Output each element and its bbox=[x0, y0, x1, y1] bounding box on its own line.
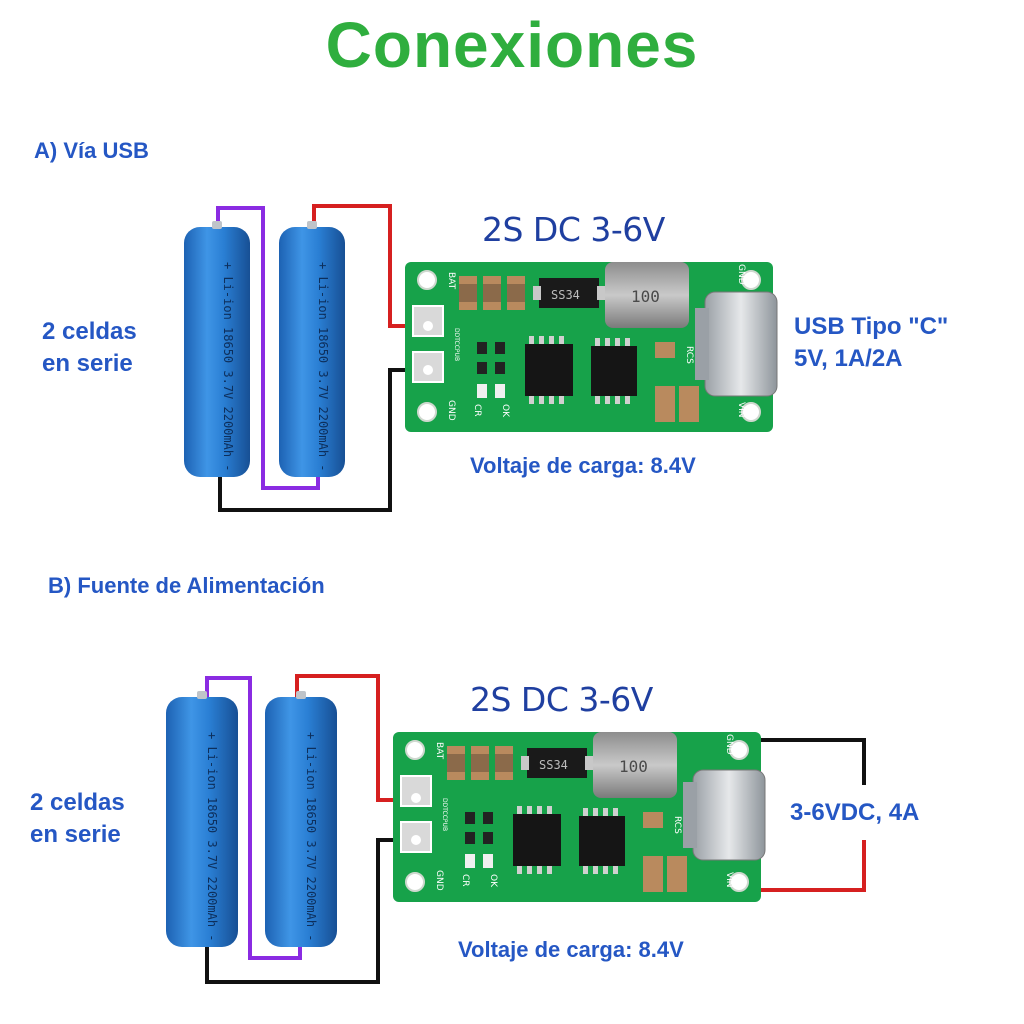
bat-label: BAT bbox=[434, 742, 444, 760]
coil-label: 100 bbox=[619, 757, 648, 776]
dc-input-black-wire bbox=[754, 738, 866, 785]
cell-print: + Li-ion 18650 3.7V 2200mAh - bbox=[316, 262, 330, 472]
red-wire bbox=[312, 204, 428, 328]
section-a-cell-2: + Li-ion 18650 3.7V 2200mAh - bbox=[279, 221, 345, 477]
cells-label-line-2: en serie bbox=[42, 350, 133, 377]
section-b-charge-voltage: Voltaje de carga: 8.4V bbox=[458, 937, 684, 962]
chip-label: DDTCCPUB bbox=[453, 328, 460, 361]
red-wire bbox=[295, 674, 416, 802]
diode-label: SS34 bbox=[551, 288, 580, 302]
dc-input-red-wire bbox=[756, 840, 866, 892]
section-a-cells-label: 2 celdas en serie bbox=[42, 316, 137, 380]
section-a-heading: A) Vía USB bbox=[34, 138, 149, 163]
purple-wire bbox=[205, 676, 302, 960]
cell-print: + Li-ion 18650 3.7V 2200mAh - bbox=[205, 732, 219, 942]
gnd-label: GND bbox=[724, 734, 734, 755]
cr-label: CR bbox=[460, 874, 470, 887]
section-b-charger-board: BAT GND DDTCCPUB SS34 100 CR OK RCS GND … bbox=[393, 732, 766, 902]
section-a-charge-voltage: Voltaje de carga: 8.4V bbox=[470, 453, 696, 478]
input-label-line-2: 5V, 1A/2A bbox=[794, 345, 903, 372]
gnd-label: GND bbox=[434, 870, 444, 891]
gnd-label: GND bbox=[446, 400, 456, 421]
section-b-wires bbox=[205, 674, 866, 984]
rcs-label: RCS bbox=[672, 816, 682, 834]
section-b-cells-label: 2 celdas en serie bbox=[30, 787, 125, 851]
section-b-input-label: 3-6VDC, 4A bbox=[790, 797, 919, 829]
black-wire bbox=[205, 838, 416, 984]
chip-label: DDTCCPUB bbox=[441, 798, 448, 831]
vin-label: VIN bbox=[736, 402, 746, 418]
purple-wire bbox=[216, 206, 320, 490]
cells-label-line-1: 2 celdas bbox=[30, 789, 125, 816]
section-a-cell-1: + Li-ion 18650 3.7V 2200mAh - bbox=[184, 221, 250, 477]
section-b-cell-2: + Li-ion 18650 3.7V 2200mAh - bbox=[265, 691, 337, 947]
cr-label: CR bbox=[472, 404, 482, 417]
input-label-line-1: 3-6VDC, 4A bbox=[790, 799, 920, 826]
section-a-wires bbox=[216, 204, 428, 512]
cell-print: + Li-ion 18650 3.7V 2200mAh - bbox=[304, 732, 318, 942]
cell-print: + Li-ion 18650 3.7V 2200mAh - bbox=[221, 262, 235, 472]
diode-label: SS34 bbox=[539, 758, 568, 772]
black-wire bbox=[218, 368, 428, 512]
section-a-input-label: USB Tipo "C" 5V, 1A/2A bbox=[794, 311, 948, 375]
section-a-module-title: 2S DC 3-6V bbox=[482, 210, 665, 249]
coil-label: 100 bbox=[631, 287, 660, 306]
section-b-module-title: 2S DC 3-6V bbox=[470, 680, 653, 719]
bat-label: BAT bbox=[446, 272, 456, 290]
cells-label-line-1: 2 celdas bbox=[42, 318, 137, 345]
rcs-label: RCS bbox=[684, 346, 694, 364]
page-title: Conexiones bbox=[325, 9, 699, 81]
cells-label-line-2: en serie bbox=[30, 821, 121, 848]
vin-label: VIN bbox=[724, 872, 734, 888]
ok-label: OK bbox=[500, 404, 510, 418]
section-a-charger-board: BAT GND DDTCCPUB SS34 100 CR OK RC bbox=[405, 262, 778, 432]
section-b-cell-1: + Li-ion 18650 3.7V 2200mAh - bbox=[166, 691, 238, 947]
ok-label: OK bbox=[488, 874, 498, 888]
input-label-line-1: USB Tipo "C" bbox=[794, 313, 949, 340]
section-b-heading: B) Fuente de Alimentación bbox=[48, 573, 325, 598]
gnd-label: GND bbox=[736, 264, 746, 285]
